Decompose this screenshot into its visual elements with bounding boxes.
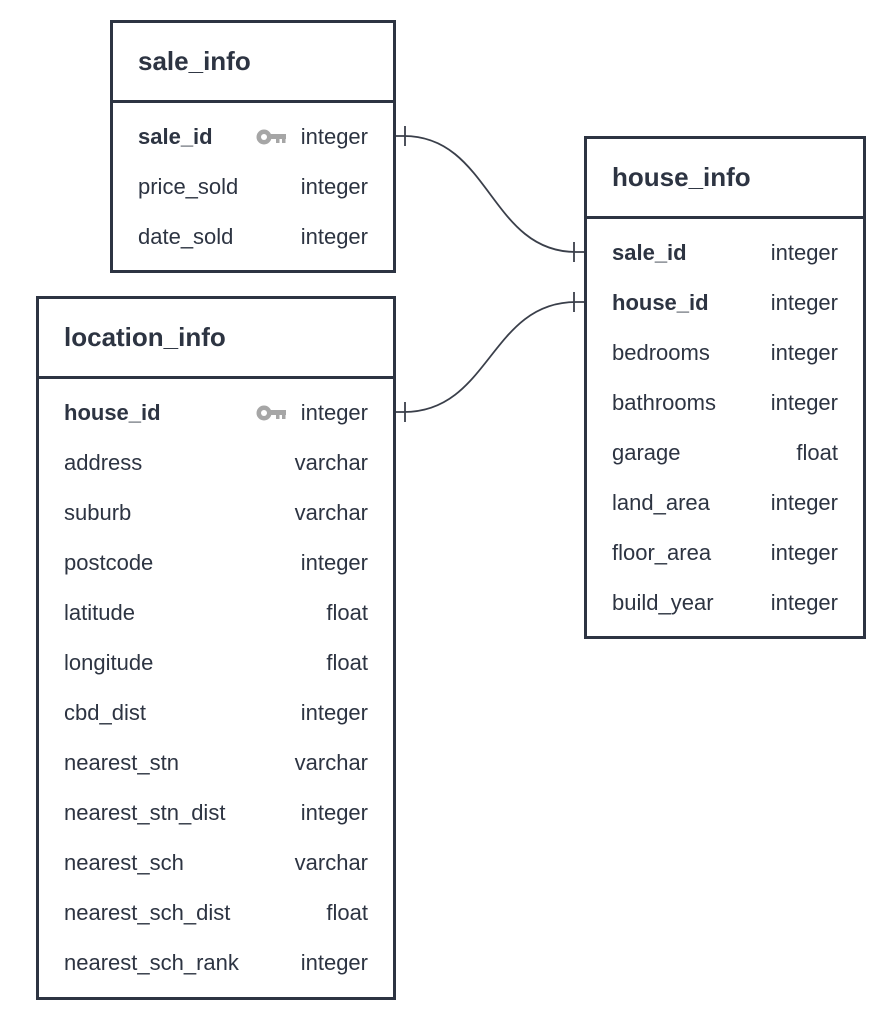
column-type: integer xyxy=(300,800,368,825)
column-row[interactable]: floor_area integer xyxy=(587,528,863,578)
column-name: nearest_stn_dist xyxy=(64,800,226,825)
column-row[interactable]: date_sold integer xyxy=(113,212,393,262)
column-type: float xyxy=(326,600,368,625)
column-name: suburb xyxy=(64,500,132,525)
column-type: float xyxy=(326,900,368,925)
column-type: integer xyxy=(300,950,368,975)
column-name: sale_id xyxy=(138,124,213,149)
relation-house-id-connector xyxy=(396,301,585,413)
column-type: float xyxy=(326,650,368,675)
column-row[interactable]: longitude float xyxy=(39,638,393,688)
column-name: nearest_sch xyxy=(64,850,184,875)
column-name: build_year xyxy=(612,590,714,615)
column-type: varchar xyxy=(294,500,368,525)
column-type: integer xyxy=(300,400,368,425)
table-title: sale_info xyxy=(113,23,393,103)
column-type: integer xyxy=(300,124,368,149)
column-type: integer xyxy=(770,590,838,615)
column-type: integer xyxy=(300,224,368,249)
column-row[interactable]: bedrooms integer xyxy=(587,328,863,378)
key-icon xyxy=(256,129,286,145)
column-row[interactable]: nearest_stn varchar xyxy=(39,738,393,788)
column-row[interactable]: nearest_sch_dist float xyxy=(39,888,393,938)
column-row[interactable]: build_year integer xyxy=(587,578,863,628)
column-row[interactable]: bathrooms integer xyxy=(587,378,863,428)
column-row[interactable]: nearest_stn_dist integer xyxy=(39,788,393,838)
column-name: garage xyxy=(612,440,681,465)
column-name: longitude xyxy=(64,650,154,675)
column-row[interactable]: latitude float xyxy=(39,588,393,638)
table-title: location_info xyxy=(39,299,393,379)
column-name: sale_id xyxy=(612,240,687,265)
column-row[interactable]: garage float xyxy=(587,428,863,478)
column-row[interactable]: nearest_sch varchar xyxy=(39,838,393,888)
table-title: house_info xyxy=(587,139,863,219)
column-name: postcode xyxy=(64,550,154,575)
column-type: varchar xyxy=(294,450,368,475)
column-type: integer xyxy=(770,290,838,315)
column-row[interactable]: sale_id integer xyxy=(587,228,863,278)
column-type: float xyxy=(796,440,838,465)
column-type: integer xyxy=(770,540,838,565)
column-name: cbd_dist xyxy=(64,700,146,725)
column-name: house_id xyxy=(64,400,161,425)
column-type: integer xyxy=(300,174,368,199)
column-row[interactable]: postcode integer xyxy=(39,538,393,588)
column-type: varchar xyxy=(294,850,368,875)
column-name: price_sold xyxy=(138,174,239,199)
column-row[interactable]: price_sold integer xyxy=(113,162,393,212)
column-name: date_sold xyxy=(138,224,234,249)
column-type: integer xyxy=(300,700,368,725)
column-name: bedrooms xyxy=(612,340,710,365)
column-row[interactable]: address varchar xyxy=(39,438,393,488)
column-name: address xyxy=(64,450,143,475)
column-row[interactable]: house_id integer xyxy=(39,388,393,438)
column-type: integer xyxy=(770,240,838,265)
key-icon xyxy=(256,405,286,421)
column-name: land_area xyxy=(612,490,710,515)
relation-sale-id-connector xyxy=(396,135,585,253)
column-type: integer xyxy=(770,340,838,365)
column-type: integer xyxy=(770,390,838,415)
column-row[interactable]: suburb varchar xyxy=(39,488,393,538)
column-row[interactable]: sale_id integer xyxy=(113,112,393,162)
column-name: bathrooms xyxy=(612,390,716,415)
column-name: latitude xyxy=(64,600,135,625)
column-name: floor_area xyxy=(612,540,712,565)
column-type: varchar xyxy=(294,750,368,775)
column-row[interactable]: cbd_dist integer xyxy=(39,688,393,738)
column-row[interactable]: land_area integer xyxy=(587,478,863,528)
column-row[interactable]: house_id integer xyxy=(587,278,863,328)
column-name: nearest_sch_rank xyxy=(64,950,239,975)
column-name: house_id xyxy=(612,290,709,315)
column-type: integer xyxy=(770,490,838,515)
column-name: nearest_sch_dist xyxy=(64,900,231,925)
column-type: integer xyxy=(300,550,368,575)
column-name: nearest_stn xyxy=(64,750,179,775)
column-row[interactable]: nearest_sch_rank integer xyxy=(39,938,393,988)
